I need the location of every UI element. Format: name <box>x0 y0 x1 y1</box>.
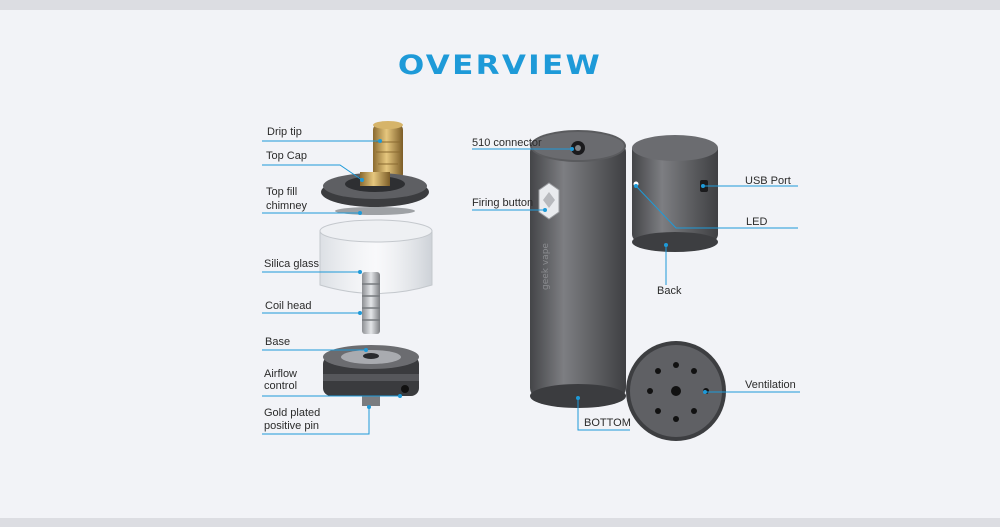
top-band <box>0 0 1000 10</box>
label-base: Base <box>265 336 291 348</box>
mod-body-illustration: geek vape <box>530 130 626 408</box>
tank-illustration <box>319 121 433 406</box>
label-drip-tip: Drip tip <box>267 126 302 138</box>
leader-bottom <box>577 398 630 431</box>
silica-glass-part <box>319 219 433 294</box>
leader-lines <box>262 140 800 435</box>
bottom-view-illustration <box>626 341 726 441</box>
label-top-fill-1: Top fill <box>266 186 298 198</box>
label-airflow-2: control <box>264 380 298 392</box>
label-led: LED <box>746 216 768 228</box>
drip-tip-part <box>373 121 403 180</box>
leader-gold-pin <box>262 407 370 435</box>
brand-mark-art: geek vape <box>541 243 551 290</box>
firing-button-part <box>538 182 560 220</box>
label-bottom: BOTTOM <box>584 417 631 429</box>
label-silica-glass: Silica glass <box>264 258 320 270</box>
leader-top-cap <box>262 164 363 181</box>
label-usb-port: USB Port <box>745 175 791 187</box>
label-back: Back <box>657 285 682 297</box>
chimney-ring-part <box>335 207 415 215</box>
label-coil-head: Coil head <box>265 300 312 312</box>
back-view-illustration <box>632 135 718 252</box>
label-gold-pin-1: Gold plated <box>264 407 321 419</box>
base-part <box>323 345 419 406</box>
page-title: OVERVIEW <box>397 50 603 81</box>
label-gold-pin-2: positive pin <box>264 420 320 432</box>
coil-head-part <box>362 272 380 334</box>
label-top-cap: Top Cap <box>266 150 307 162</box>
leader-dots <box>358 139 707 409</box>
label-airflow-1: Airflow <box>264 368 298 380</box>
label-top-fill-2: chimney <box>266 200 307 212</box>
label-firing-button: Firing button <box>472 197 534 209</box>
bottom-band <box>0 518 1000 527</box>
leader-led <box>635 185 798 229</box>
top-cap-part <box>321 172 429 207</box>
label-510-connector: 510 connector <box>472 137 542 149</box>
label-ventilation: Ventilation <box>745 379 796 391</box>
